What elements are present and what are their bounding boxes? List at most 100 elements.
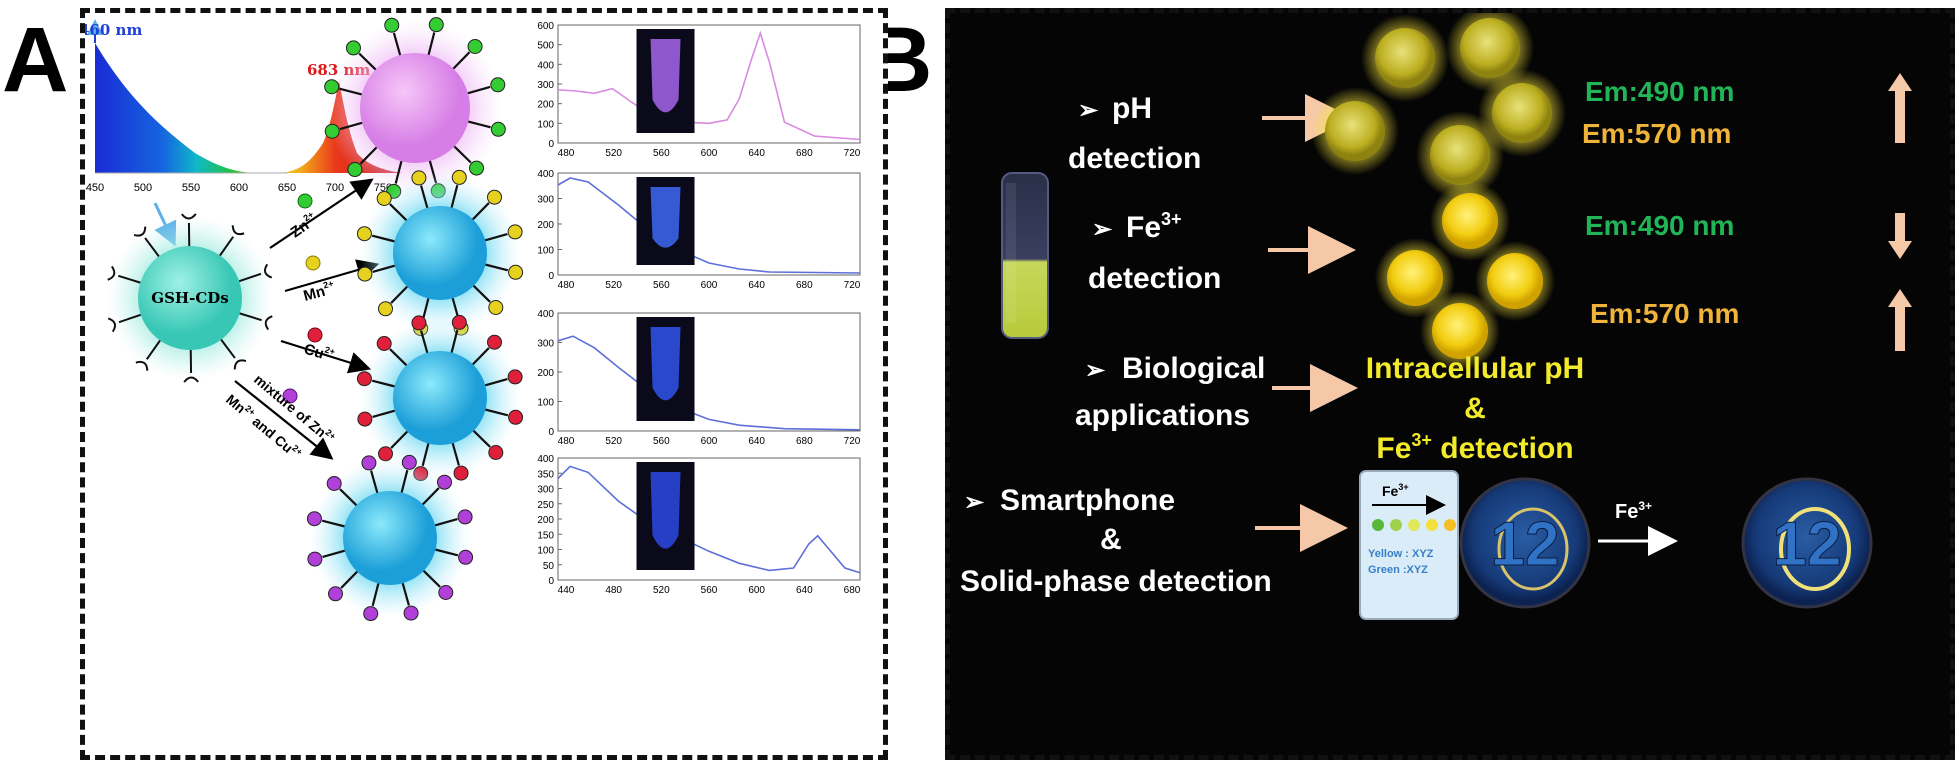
y-tick: 200 xyxy=(537,515,554,526)
x-tick: 600 xyxy=(701,148,718,159)
ph-label-1: pH xyxy=(1112,92,1152,125)
x-tick: 520 xyxy=(605,280,622,291)
ion-dot xyxy=(401,454,417,470)
ion-dot xyxy=(324,79,340,95)
fe-label-2: detection xyxy=(1088,262,1221,295)
x-tick: 600 xyxy=(701,436,718,447)
ion-dot xyxy=(428,17,444,33)
spectrum-tick: 550 xyxy=(182,182,200,194)
ph-em570: Em:570 nm xyxy=(1582,118,1731,149)
svg-text:12: 12 xyxy=(1491,510,1560,579)
emission-spectrum: 460 nm 683 nm 450500550600650700750 xyxy=(79,19,403,194)
svg-text:12: 12 xyxy=(1773,510,1842,579)
y-tick: 600 xyxy=(537,21,554,32)
y-tick: 200 xyxy=(537,220,554,231)
ion-dot xyxy=(507,224,523,240)
ion-dot xyxy=(356,226,372,242)
y-tick: 200 xyxy=(537,100,554,111)
y-tick: 0 xyxy=(548,427,554,438)
y-tick: 500 xyxy=(537,41,554,52)
x-tick: 560 xyxy=(653,148,670,159)
spectrum-tick: 650 xyxy=(278,182,296,194)
ion-dot xyxy=(436,474,452,490)
mn-ion xyxy=(305,255,321,271)
svg-text:Fe3+: Fe3+ xyxy=(1382,482,1409,499)
ion-dot xyxy=(508,264,524,280)
x-tick: 480 xyxy=(558,436,575,447)
cu-particle xyxy=(356,314,524,482)
fe-label-1: Fe xyxy=(1126,211,1161,244)
spectrum-tick: 450 xyxy=(86,182,104,194)
ion-dot xyxy=(384,17,400,33)
y-tick: 100 xyxy=(537,398,554,409)
phone-yellow: Yellow : XYZ xyxy=(1368,548,1434,560)
ion-dot xyxy=(345,40,361,56)
ion-dot xyxy=(376,191,392,207)
ion-dot xyxy=(326,476,342,492)
mn-arrow-label: Mn xyxy=(302,283,327,305)
y-tick: 0 xyxy=(548,271,554,282)
spectrum-curve xyxy=(557,465,861,574)
ion-dot xyxy=(306,511,322,527)
ion-dot xyxy=(438,584,454,600)
y-tick: 400 xyxy=(537,309,554,320)
spectrum-tick: 700 xyxy=(326,182,344,194)
svg-text:Cu2+: Cu2+ xyxy=(302,339,336,366)
bio-label-2: applications xyxy=(1075,399,1250,432)
cu-arrow-label: Cu xyxy=(302,341,326,363)
x-tick: 640 xyxy=(748,436,765,447)
ion-dot xyxy=(328,586,344,602)
ion-dot xyxy=(453,465,469,481)
svg-text:➢: ➢ xyxy=(1092,216,1113,243)
cu-ion xyxy=(307,327,323,343)
y-tick: 300 xyxy=(537,339,554,350)
ion-dot xyxy=(490,77,506,93)
svg-text:Fe3+ detection: Fe3+ detection xyxy=(1376,430,1573,465)
spectrum-tick: 500 xyxy=(134,182,152,194)
ion-dot xyxy=(507,369,523,385)
ion-dot xyxy=(403,605,419,621)
y-tick: 400 xyxy=(537,454,554,465)
ion-dot xyxy=(467,38,483,54)
ion-dot xyxy=(411,315,427,331)
svg-text:➢: ➢ xyxy=(1085,357,1106,384)
panel-a: 460 nm 683 nm 450500550600650700750 GSH-… xyxy=(79,8,888,760)
ion-dot xyxy=(411,170,427,186)
x-tick: 480 xyxy=(605,585,622,596)
ion-dot xyxy=(508,409,524,425)
x-tick: 440 xyxy=(558,585,575,596)
panel-a-letter: A xyxy=(2,9,69,111)
ion-dot xyxy=(451,169,467,185)
trend-arrows xyxy=(1888,73,1912,351)
x-tick: 720 xyxy=(844,436,861,447)
x-tick: 720 xyxy=(844,280,861,291)
svg-text:Zn2+: Zn2+ xyxy=(286,209,320,241)
fe-em570: Em:570 nm xyxy=(1590,298,1739,329)
bio-label-1: Biological xyxy=(1122,352,1265,385)
y-tick: 100 xyxy=(537,546,554,557)
y-tick: 400 xyxy=(537,60,554,71)
ion-dot xyxy=(490,121,506,137)
ion-dot xyxy=(469,160,485,176)
y-tick: 50 xyxy=(543,561,555,572)
x-tick: 520 xyxy=(605,148,622,159)
x-tick: 680 xyxy=(796,148,813,159)
peak-blue-label: 460 nm xyxy=(85,21,142,39)
ion-dot xyxy=(324,123,340,139)
ion-dot xyxy=(457,509,473,525)
gsh-cds-label: GSH-CDs xyxy=(151,289,228,307)
x-tick: 600 xyxy=(748,585,765,596)
ion-dot xyxy=(378,301,394,317)
y-tick: 350 xyxy=(537,469,554,480)
ion-dot xyxy=(347,162,363,178)
x-tick: 520 xyxy=(653,585,670,596)
x-tick: 680 xyxy=(844,585,861,596)
bullet-ph: ➢ xyxy=(1078,97,1099,124)
x-tick: 480 xyxy=(558,148,575,159)
mix-ion xyxy=(282,388,298,404)
fe-em490: Em:490 nm xyxy=(1585,210,1734,241)
ion-dot xyxy=(357,266,373,282)
